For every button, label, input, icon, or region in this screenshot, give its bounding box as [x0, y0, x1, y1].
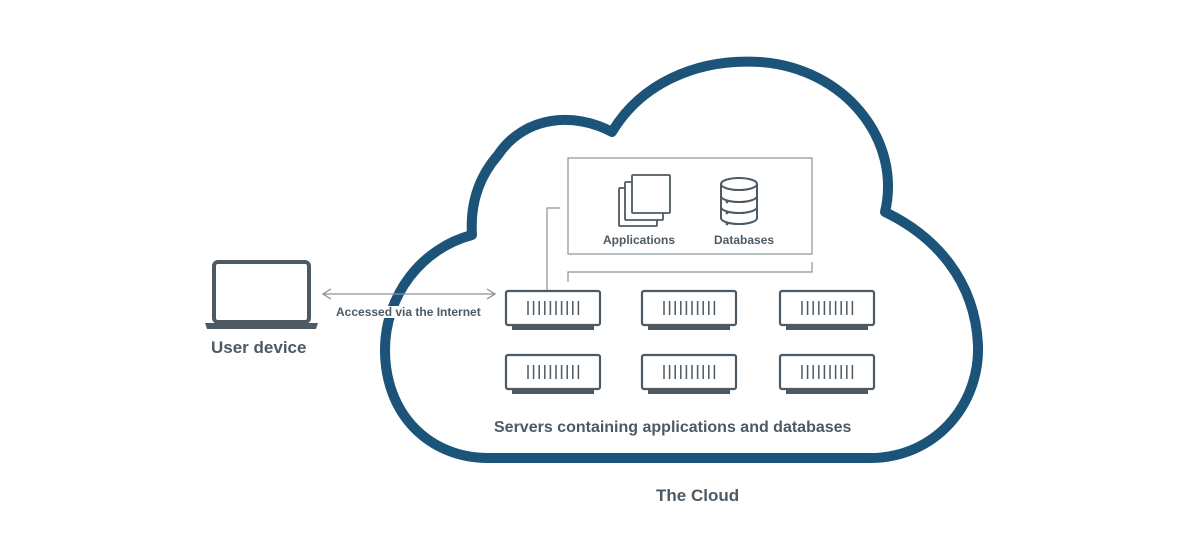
cloud-shape — [380, 56, 984, 463]
box-connector-bottom — [567, 262, 813, 282]
servers-grid — [504, 289, 876, 394]
databases-label: Databases — [714, 233, 775, 247]
applications-icon — [618, 174, 671, 227]
user-device-label: User device — [211, 338, 307, 357]
connection-arrow — [321, 288, 497, 300]
server-icon — [640, 289, 738, 330]
server-icon — [640, 353, 738, 394]
database-icon — [720, 177, 758, 226]
connection-label: Accessed via the Internet — [335, 305, 482, 319]
box-connector-left — [546, 207, 560, 290]
servers-label: Servers containing applications and data… — [494, 419, 852, 436]
server-icon — [504, 289, 602, 330]
server-icon — [504, 353, 602, 394]
server-icon — [778, 289, 876, 330]
laptop-icon — [205, 260, 318, 329]
server-icon — [778, 353, 876, 394]
applications-label: Applications — [603, 233, 676, 247]
app-db-box — [567, 157, 813, 255]
cloud-label: The Cloud — [656, 486, 740, 505]
